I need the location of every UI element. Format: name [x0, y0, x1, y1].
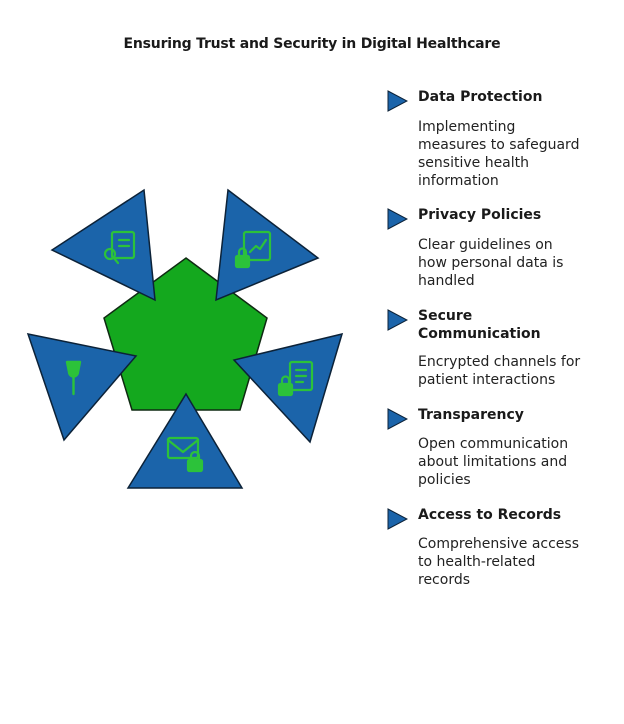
desc-line: records: [418, 572, 471, 588]
triangle-marker-icon: [387, 309, 408, 331]
desc-line: to health-related: [418, 554, 536, 570]
desc-line: sensitive health: [418, 155, 530, 171]
item-heading: Privacy Policies: [418, 207, 542, 223]
item-description: Comprehensive access to health-related r…: [418, 535, 618, 589]
desc-line: handled: [418, 273, 475, 289]
triangle-transparency: [126, 392, 244, 489]
desc-line: Open communication: [418, 436, 569, 452]
page-title: Ensuring Trust and Security in Digital H…: [123, 36, 501, 52]
desc-line: patient interactions: [418, 372, 556, 388]
item-heading: Transparency: [418, 407, 524, 423]
chart-lock-icon: [234, 230, 272, 269]
triangle-marker-icon: [387, 90, 408, 112]
triangle-marker-icon: [387, 408, 408, 430]
document-lock-icon: [277, 360, 314, 397]
triangle-marker-icon: [387, 208, 408, 230]
item-description: Open communication about limitations and…: [418, 435, 618, 489]
item-heading: Access to Records: [418, 507, 562, 523]
heading-line: Communication: [418, 326, 541, 342]
triangle-access-to-records: [26, 333, 138, 442]
desc-line: how personal data is: [418, 255, 564, 271]
desc-line: information: [418, 173, 499, 189]
desc-line: measures to safeguard: [418, 137, 580, 153]
triangle-data-protection: [50, 188, 156, 302]
desc-line: policies: [418, 472, 471, 488]
item-description: Clear guidelines on how personal data is…: [418, 236, 618, 290]
document-search-icon: [103, 230, 136, 265]
item-heading: Secure Communication: [418, 307, 618, 343]
triangle-privacy-policies: [215, 188, 320, 302]
heading-line: Secure: [418, 308, 473, 324]
item-description: Encrypted channels for patient interacti…: [418, 353, 618, 389]
desc-line: Clear guidelines on: [418, 237, 553, 253]
item-heading: Data Protection: [418, 89, 543, 105]
triangle-marker-icon: [387, 508, 408, 530]
desc-line: Comprehensive access: [418, 536, 579, 552]
mail-lock-icon: [166, 436, 204, 473]
desc-line: Implementing: [418, 119, 516, 135]
desc-line: about limitations and: [418, 454, 568, 470]
glass-icon: [65, 360, 82, 396]
item-description: Implementing measures to safeguard sensi…: [418, 118, 618, 190]
desc-line: Encrypted channels for: [418, 354, 581, 370]
security-diagram: [26, 188, 344, 489]
